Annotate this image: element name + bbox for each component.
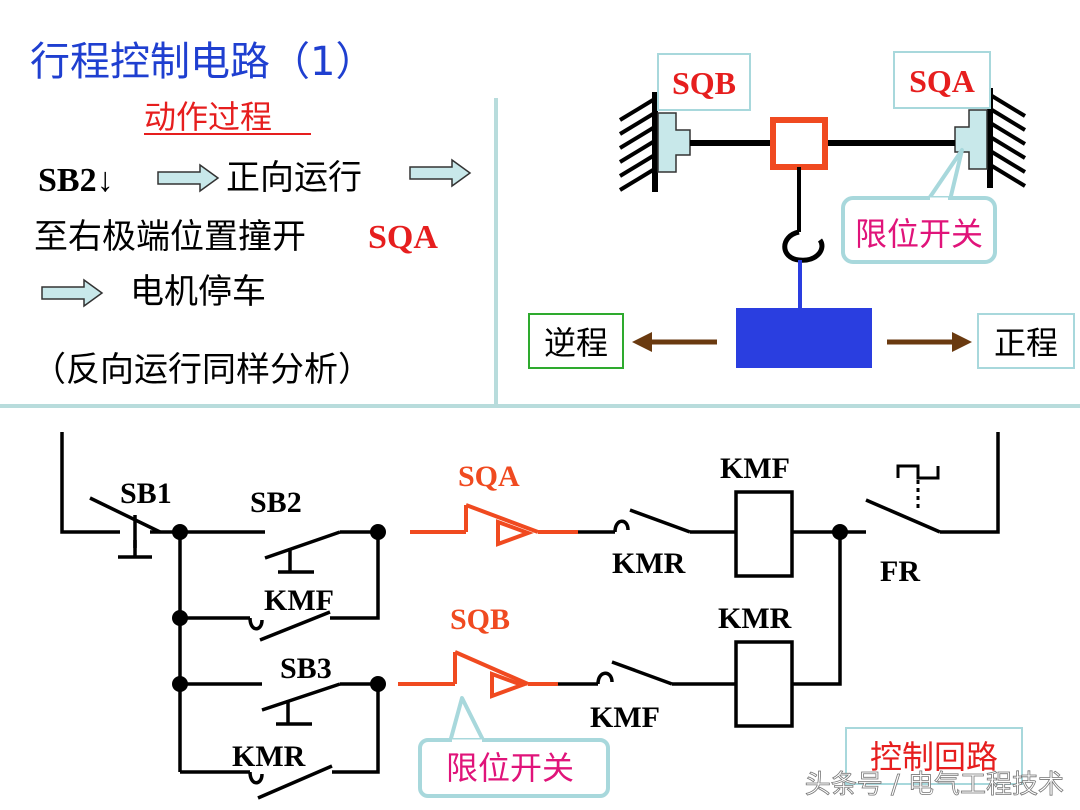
fr-label: FR: [880, 555, 920, 588]
right-wall: [987, 88, 1027, 188]
trolley: [770, 117, 828, 170]
load-block: [736, 308, 872, 368]
sqb-label-box: [657, 53, 751, 111]
forward-label: 正程: [994, 324, 1058, 362]
page-title: 行程控制电路（1）: [30, 39, 375, 85]
sb2-label: SB2: [250, 486, 302, 519]
step-sqa: SQA: [368, 219, 438, 256]
sqb-label: SQB: [672, 65, 736, 101]
sqb-contact: [398, 650, 558, 699]
fr-thermal-element: [896, 464, 940, 512]
kmr-coil-label: KMR: [718, 602, 792, 635]
watermark: 头条号 / 电气工程技术: [805, 770, 1064, 800]
kmf-holding-label: KMF: [264, 584, 334, 617]
reverse-label-box: [528, 313, 624, 369]
step-motor-stop: 电机停车: [130, 272, 266, 312]
sqa-label: SQA: [909, 63, 975, 99]
sqb-circuit-label: SQB: [450, 603, 510, 636]
circuit-wiring: [60, 432, 1000, 800]
step-sb2-pressed: SB2↓: [38, 162, 114, 199]
kmf-interlock-label: KMF: [590, 701, 660, 734]
left-wall: [618, 92, 658, 192]
forward-label-box: [977, 313, 1075, 369]
subtitle: 动作过程: [144, 98, 272, 136]
forward-arrow-icon: [887, 332, 972, 352]
limit-switch-callout-top: [841, 148, 997, 264]
caption-box: [845, 727, 1023, 785]
sqa-switch-body: [954, 109, 988, 170]
arrow-icon: [409, 158, 472, 188]
limit-switch-callout-bottom: [418, 696, 610, 798]
limit-switch-label-top: 限位开关: [855, 215, 983, 253]
kmr-holding-label: KMR: [232, 740, 306, 773]
hook-icon: [782, 167, 825, 308]
sqb-switch-body: [657, 112, 691, 173]
step-hit-limit: 至右极端位置撞开: [34, 217, 306, 257]
step-forward-run: 正向运行: [226, 158, 362, 198]
junction-dots: [172, 524, 848, 692]
arrow-icon: [41, 278, 104, 308]
reverse-arrow-icon: [632, 332, 717, 352]
control-circuit-caption: 控制回路: [870, 738, 998, 776]
interlock-contacts: [248, 519, 630, 785]
sb1-label: SB1: [120, 477, 172, 510]
kmf-coil-label: KMF: [720, 452, 790, 485]
kmr-interlock-label: KMR: [612, 547, 686, 580]
step-reverse-note: （反向运行同样分析）: [32, 350, 372, 390]
arrow-icon: [157, 163, 220, 193]
limit-switch-label-bottom: 限位开关: [446, 749, 574, 787]
sb3-label: SB3: [280, 652, 332, 685]
reverse-label: 逆程: [544, 324, 608, 362]
sqa-circuit-label: SQA: [458, 460, 520, 493]
sqa-label-box: [893, 51, 991, 109]
sqa-contact: [410, 503, 578, 547]
